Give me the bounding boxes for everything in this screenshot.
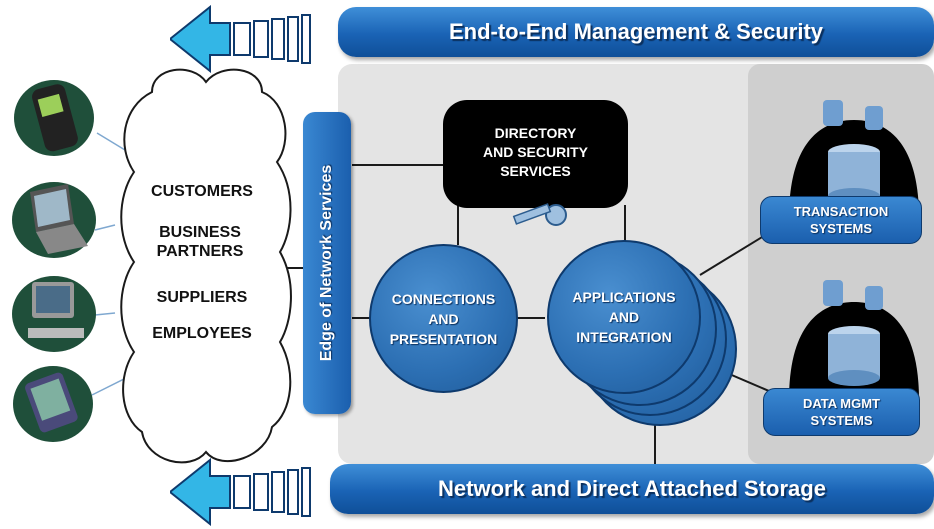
data-mgmt-database-icon	[789, 280, 919, 400]
transaction-systems-label: TRANSACTION SYSTEMS	[760, 196, 922, 244]
directory-security-box: DIRECTORY AND SECURITY SERVICES	[443, 100, 628, 208]
left-arrow-icon-top	[170, 5, 311, 73]
cloud-item-business-partners: BUSINESS PARTNERS	[156, 224, 244, 260]
storage-banner: Network and Direct Attached Storage	[330, 464, 934, 514]
connections-line2: AND	[428, 310, 459, 327]
data-mgmt-systems-label: DATA MGMT SYSTEMS	[763, 388, 920, 436]
directory-line3: SERVICES	[500, 163, 571, 179]
transaction-database-icon	[789, 100, 919, 218]
mobile-phone-icon	[14, 80, 94, 156]
cloud-shape	[120, 68, 292, 464]
management-security-banner: End-to-End Management & Security	[338, 7, 934, 57]
connections-presentation-circle: CONNECTIONS AND PRESENTATION	[369, 244, 518, 393]
cloud-item-employees: EMPLOYEES	[152, 325, 252, 342]
cloud-item-suppliers: SUPPLIERS	[156, 289, 248, 306]
applications-line1: APPLICATIONS	[572, 289, 676, 305]
datamgmt-line2: SYSTEMS	[810, 413, 873, 428]
edge-of-network-text: Edge of Network Services	[318, 164, 335, 362]
laptop-icon	[12, 182, 96, 258]
directory-line1: DIRECTORY	[494, 125, 577, 141]
connections-line3: PRESENTATION	[389, 330, 498, 347]
key-icon	[512, 203, 567, 226]
applications-integration-circle: APPLICATIONS AND INTEGRATION	[547, 240, 701, 394]
directory-line2: AND SECURITY	[482, 144, 588, 160]
transaction-line1: TRANSACTION	[793, 204, 889, 219]
left-arrow-icon-bottom	[170, 458, 311, 526]
transaction-line2: SYSTEMS	[809, 221, 873, 236]
desktop-computer-icon	[12, 276, 96, 352]
datamgmt-line1: DATA MGMT	[802, 396, 881, 411]
applications-line3: INTEGRATION	[576, 329, 672, 345]
connections-line1: CONNECTIONS	[391, 290, 496, 307]
applications-line2: AND	[608, 309, 640, 325]
cloud-item-customers: CUSTOMERS	[151, 183, 253, 200]
edge-of-network-label: Edge of Network Services	[303, 112, 351, 414]
pda-icon	[13, 366, 93, 442]
